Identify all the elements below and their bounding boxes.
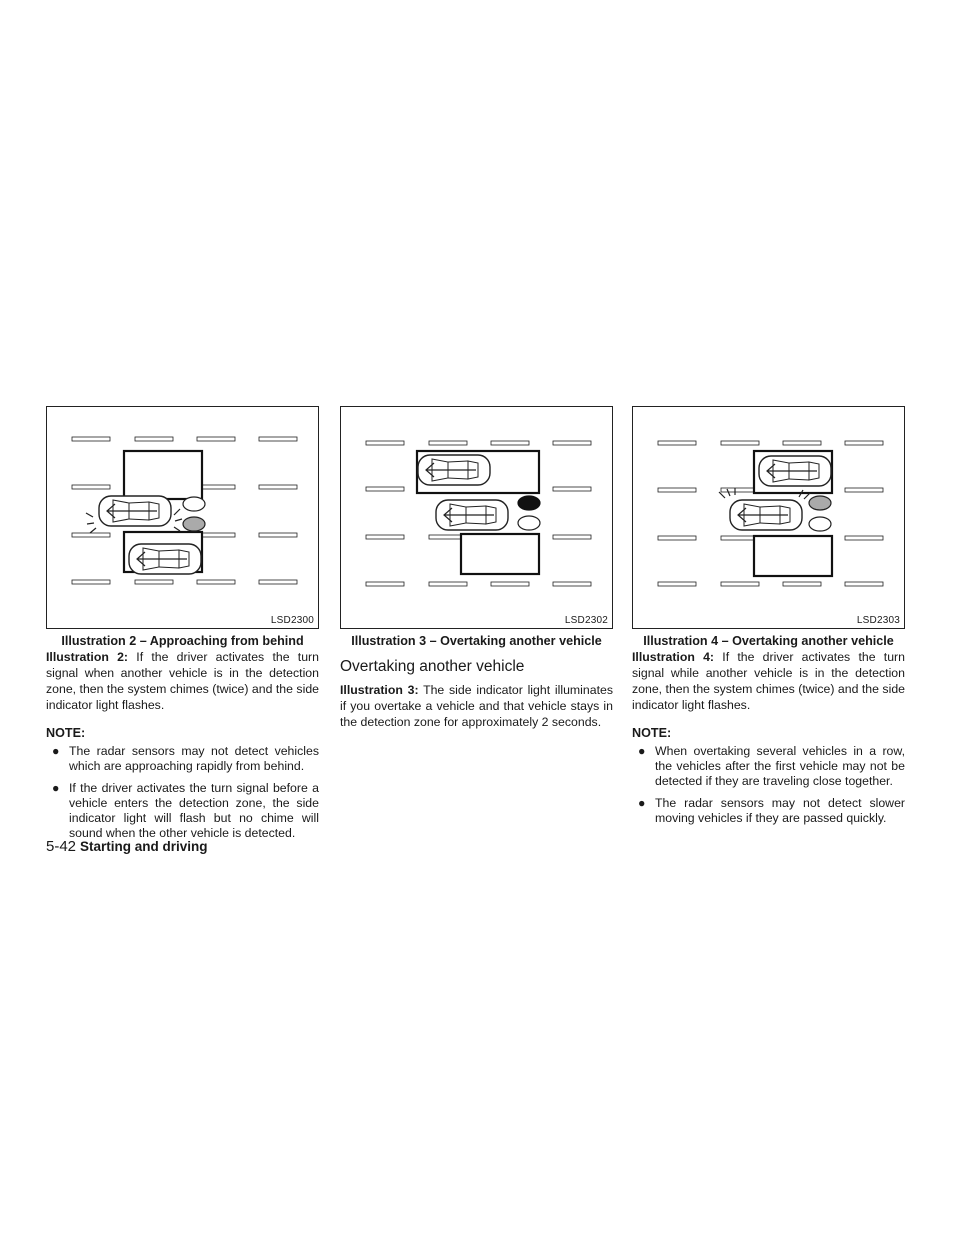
bullet-icon: ● — [638, 796, 646, 810]
paragraph-text: If the driver activates the turn signal … — [46, 650, 319, 712]
list-item-text: The radar sensors may not detect slower … — [655, 796, 905, 825]
paragraph-lead: Illustration 2: — [46, 650, 129, 664]
figure-caption: Illustration 4 – Overtaking another vehi… — [643, 634, 894, 648]
paragraph-text: If the driver activates the turn signal … — [632, 650, 905, 712]
figure-caption: Illustration 3 – Overtaking another vehi… — [351, 634, 602, 648]
illustration-4-figure: LSD2303 — [632, 406, 905, 629]
figure-code: LSD2302 — [564, 615, 608, 626]
column-3: LSD2303 Illustration 4 – Overtaking anot… — [632, 406, 905, 833]
column-1: LSD2300 Illustration 2 – Approaching fro… — [46, 406, 319, 848]
figure-code: LSD2300 — [270, 615, 314, 626]
list-item: ● If the driver activates the turn signal… — [46, 781, 319, 841]
list-item-text: If the driver activates the turn signal … — [69, 781, 319, 840]
body-paragraph: Illustration 4: If the driver activates … — [632, 649, 905, 713]
illustration-3-diagram — [365, 440, 592, 587]
body-paragraph: Illustration 2: If the driver activates … — [46, 649, 319, 713]
note-heading: NOTE: — [46, 726, 86, 740]
section-heading: Overtaking another vehicle — [340, 658, 525, 675]
illustration-3-figure: LSD2302 — [340, 406, 613, 629]
list-item: ● The radar sensors may not detect vehicl… — [46, 744, 319, 774]
figure-code: LSD2303 — [856, 615, 900, 626]
list-item: ● When overtaking several vehicles in a r… — [632, 744, 905, 789]
bullet-icon: ● — [52, 744, 60, 758]
note-list: ● The radar sensors may not detect vehicl… — [46, 744, 319, 841]
illustration-4-diagram — [657, 440, 884, 587]
note-heading: NOTE: — [632, 726, 672, 740]
page-number: 5-42 — [46, 838, 77, 855]
illustration-2-diagram — [71, 436, 298, 585]
list-item: ● The radar sensors may not detect slower… — [632, 796, 905, 826]
bullet-icon: ● — [638, 744, 646, 758]
paragraph-lead: Illustration 3: — [340, 683, 419, 697]
paragraph-text: The side indicator light illuminates if … — [340, 683, 613, 729]
section-name: Starting and driving — [80, 839, 208, 854]
figure-caption: Illustration 2 – Approaching from behind — [61, 634, 304, 648]
list-item-text: When overtaking several vehicles in a ro… — [655, 744, 905, 788]
note-list: ● When overtaking several vehicles in a r… — [632, 744, 905, 826]
illustration-2-figure: LSD2300 — [46, 406, 319, 629]
paragraph-lead: Illustration 4: — [632, 650, 715, 664]
column-2: LSD2302 Illustration 3 – Overtaking anot… — [340, 406, 613, 730]
body-paragraph: Illustration 3: The side indicator light… — [340, 682, 613, 730]
bullet-icon: ● — [52, 781, 60, 795]
list-item-text: The radar sensors may not detect vehicle… — [69, 744, 319, 773]
